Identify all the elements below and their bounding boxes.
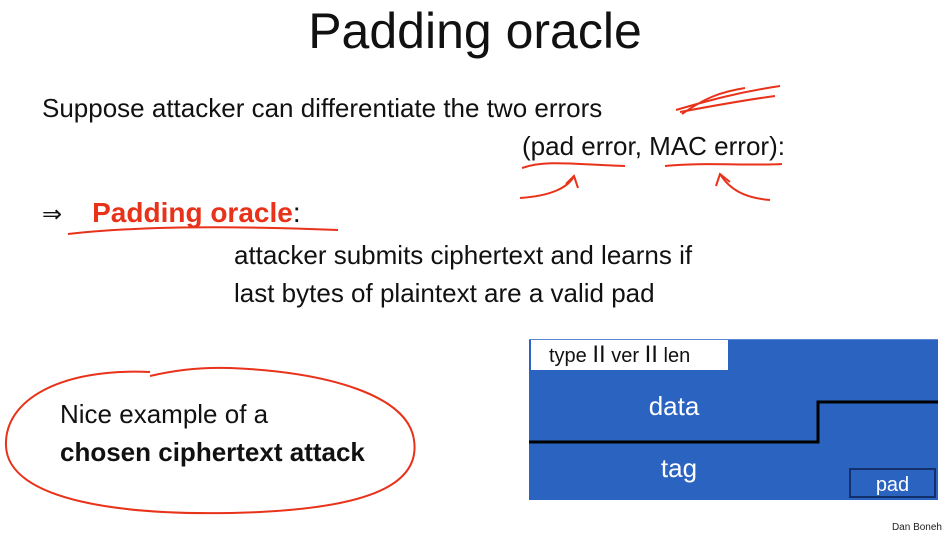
statement-line: Suppose attacker can differentiate the t… [42, 93, 603, 123]
data-region-label: data [648, 391, 700, 421]
pointer-arrow-icon [519, 175, 575, 199]
author-footer: Dan Boneh [891, 522, 942, 533]
slide-title: Padding oracle [308, 3, 642, 59]
error-types-line: (pad error, MAC error): [522, 131, 785, 161]
header-field-ver: ver [611, 345, 640, 367]
oracle-description: attacker submits ciphertext and learns i… [234, 236, 692, 312]
header-field-len: len [663, 345, 691, 367]
example-note: Nice example of a chosen ciphertext atta… [60, 395, 365, 471]
padding-oracle-term: Padding oracle [92, 197, 293, 228]
pointer-arrow-icon [565, 174, 579, 189]
example-line-1: Nice example of a [60, 399, 269, 429]
implies-arrow-icon: ⇒ [42, 201, 63, 228]
pad-region-box: pad [849, 468, 936, 498]
underline-mac-error [664, 163, 783, 167]
oracle-colon: : [292, 197, 301, 228]
pointer-arrow-icon [679, 95, 776, 113]
oracle-definition-line: ⇒ Padding oracle: [42, 195, 301, 233]
pointer-arrow-icon [715, 172, 731, 187]
record-header-box: type II ver II len [531, 340, 728, 370]
header-separator: II [644, 341, 658, 368]
pointer-arrow-icon [681, 87, 746, 115]
description-line-2: last bytes of plaintext are a valid pad [234, 278, 655, 308]
description-line-1: attacker submits ciphertext and learns i… [234, 240, 693, 270]
pointer-arrow-icon [675, 85, 781, 111]
pointer-arrow-icon [719, 173, 771, 201]
example-line-2: chosen ciphertext attack [60, 437, 365, 467]
header-field-type: type [549, 345, 587, 367]
tag-region-label: tag [660, 453, 698, 483]
header-separator: II [592, 341, 606, 368]
